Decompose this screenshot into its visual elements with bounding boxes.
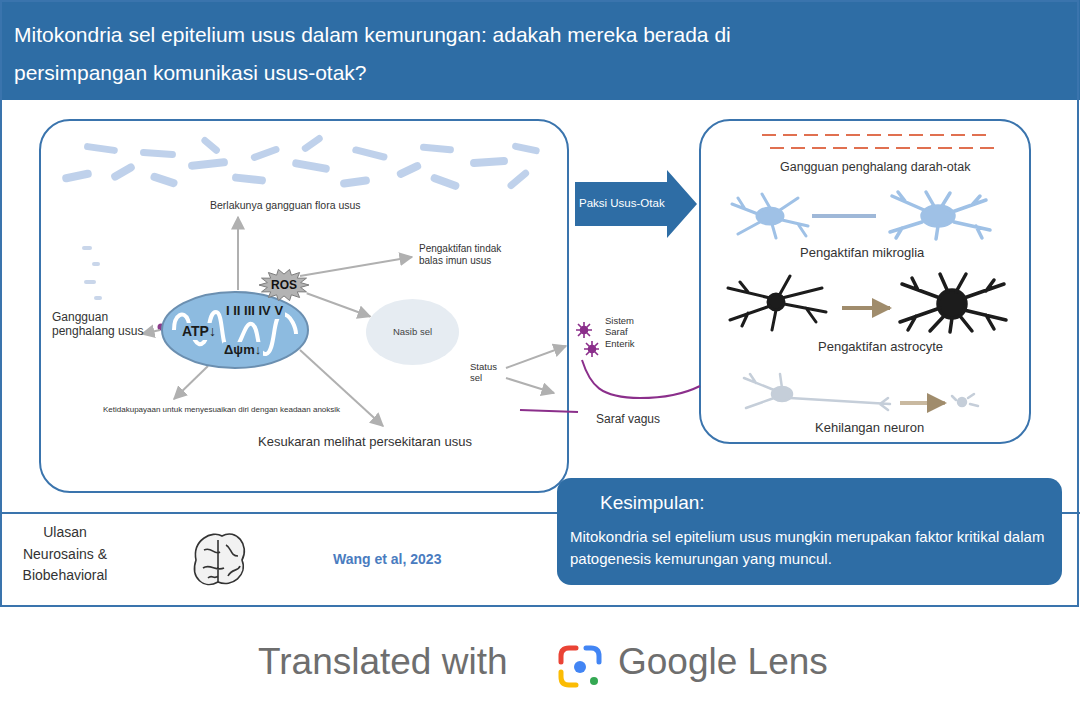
label-text: Pengaktifan astrocyte [818,339,943,355]
node-text: ATP↓ [180,323,218,340]
effect-arrows [142,217,566,426]
astrocyte-resting [728,276,826,330]
connector-arrow [307,293,371,316]
label-text: Kesukaran melihat persekitaran usus [258,434,472,450]
node-text: Kesimpulan: [600,492,705,515]
microglia-active [890,192,990,239]
node-text: Paksi Usus-Otak [579,197,665,211]
cell-fate-oval: Nasib sel [365,298,460,366]
label-text: Pengaktifan tindak balas imun usus [419,243,519,267]
node-text: Mitokondria sel epitelium usus mungkin m… [570,526,1050,570]
label-text: Kehilangan neuron [815,420,924,436]
lens-icon [561,648,599,685]
state-arrow [842,306,890,310]
label-text: Saraf vagus [596,412,660,426]
enteric-neurons [576,322,599,357]
label-text: Sistem Saraf Enterik [605,315,651,349]
label-text: Google Lens [618,640,828,684]
node-text: I II III IV V [224,303,285,319]
brain-icon [195,534,245,585]
gut-brain-axis-arrow: Paksi Usus-Otak [575,170,697,238]
figure-frame [1,1,1078,606]
label-text: Status sel [470,361,504,384]
header-band [0,0,1080,100]
brain-panel [700,120,1030,443]
label-text: Wang et al, 2023 [333,551,441,568]
vagus-nerve [520,360,700,412]
microglia-resting [732,194,808,238]
blood-brain-barrier [762,135,995,148]
label-text: Ketidakupayaan untuk menyesuaikan diri d… [103,405,340,415]
label-text: Ulasan Neurosains & Biobehavioral [10,522,120,587]
state-arrow [812,214,876,218]
ros-starburst: ROS [258,268,310,302]
neuron-lost [952,394,978,406]
node-text: Nasib sel [393,326,432,337]
gut-bacteria [61,134,540,191]
node-text: ROS [271,278,297,292]
astrocyte-active [900,274,1006,332]
node-text: Δψm↓ [222,342,263,358]
mitochondrion: I II III IV V ATP↓Δψm↓ [160,290,310,370]
state-arrow [900,401,945,405]
conclusion-box: Kesimpulan: Mitokondria sel epitelium usu… [557,478,1062,585]
neuron-healthy [744,374,890,410]
label-text: Gangguan penghalang usus [52,310,147,339]
label-text: Berlakunya gangguan flora usus [210,199,361,212]
gut-panel [40,120,568,492]
title-text: Mitokondria sel epitelium usus dalam kem… [14,16,834,92]
label-text: Gangguan penghalang darah-otak [780,160,970,175]
epithelial-fragments [82,246,102,300]
label-text: Pengaktifan mikroglia [800,245,924,261]
label-text: Translated with [258,640,508,684]
